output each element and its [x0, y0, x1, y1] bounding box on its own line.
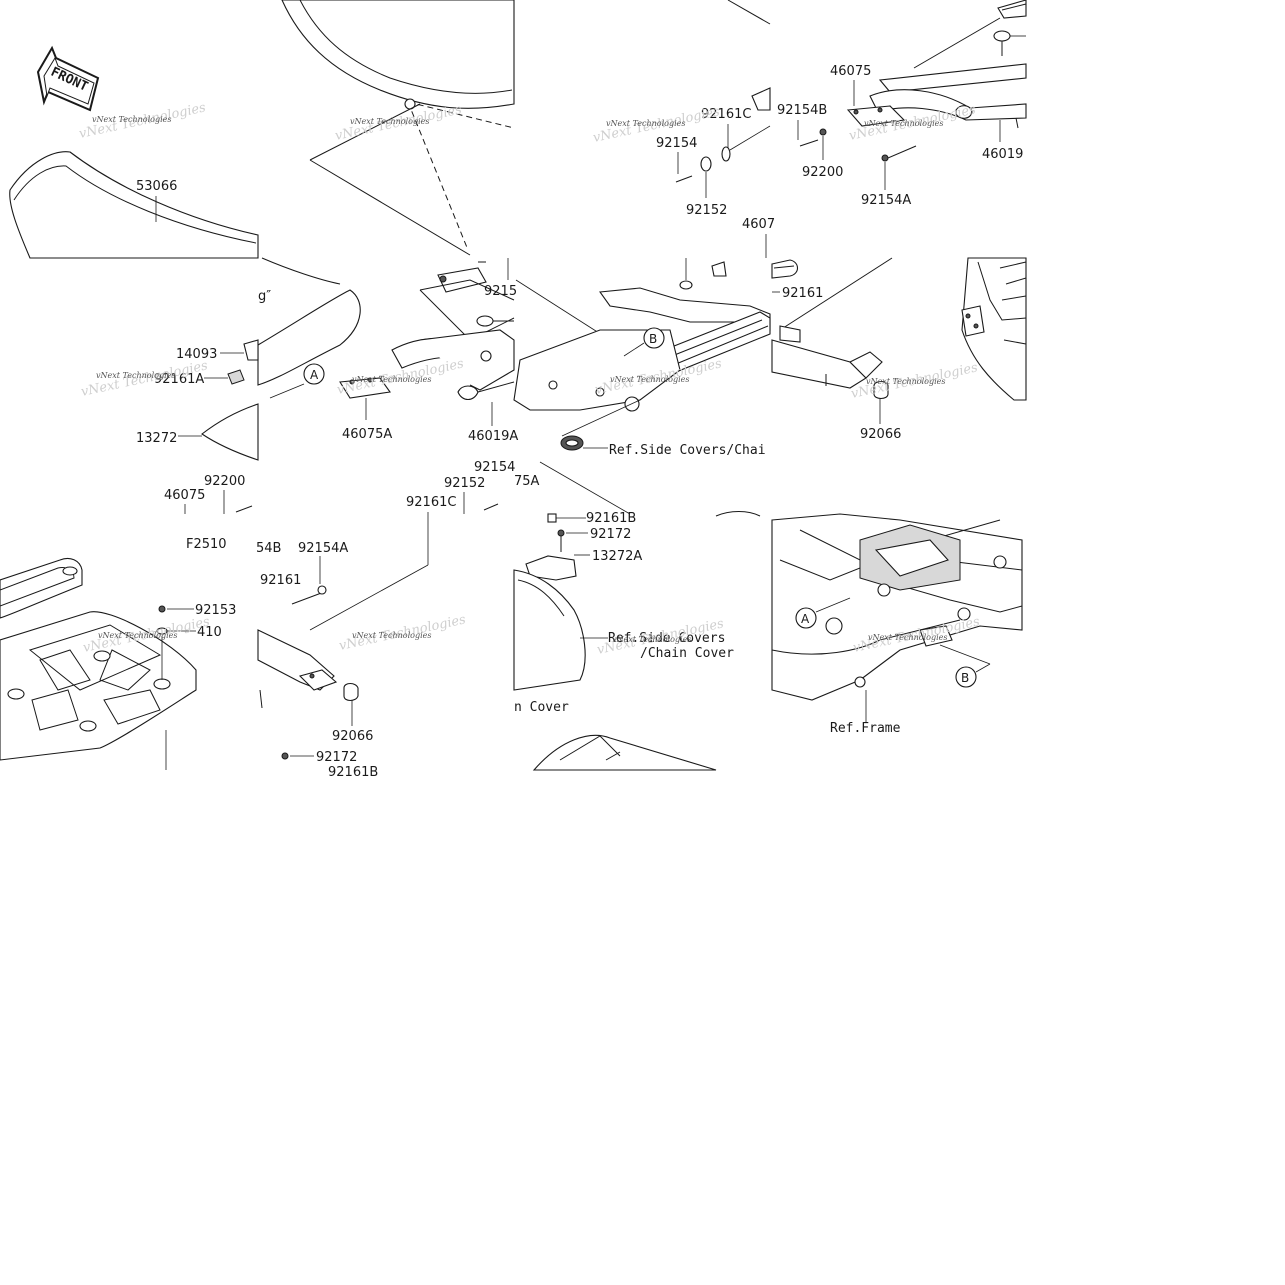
label-46075-a: 46075 — [164, 488, 205, 503]
watermark-4: vNext Technologies — [864, 119, 943, 128]
label-92161A: 92161A — [154, 372, 204, 387]
seat-mark: g″ — [258, 289, 271, 304]
label-46019A: 46019A — [468, 429, 518, 444]
ref-side-covers-chain-1: Ref.Side Covers/Chai — [609, 443, 766, 458]
watermark-8: vNext Technologies — [866, 377, 945, 386]
label-92161-a: 92161 — [260, 573, 301, 588]
frame-assembly: A B Ref.Frame — [771, 513, 1023, 736]
label-92200-a: 92200 — [204, 474, 245, 489]
watermark-9: vNext Technologies — [98, 631, 177, 640]
callout-b-1: B — [649, 332, 657, 346]
ref-side-covers-2b: /Chain Cover — [640, 646, 734, 661]
bracket-end-right: 92161 92066 — [771, 257, 901, 442]
watermark-5: vNext Technologies — [96, 371, 175, 380]
label-92152-b: 92152 — [686, 203, 727, 218]
ref-side-covers-2a: Ref.Side Covers — [608, 631, 725, 646]
label-92200-b: 92200 — [802, 165, 843, 180]
label-46075-b: 46075 — [830, 64, 871, 79]
label-92161B-b: 92161B — [586, 511, 636, 526]
stay-assembly: 92161B 92172 13272A Ref.Side Covers /Cha… — [513, 511, 761, 771]
label-92172-b: 92172 — [590, 527, 631, 542]
callout-a-1: A — [310, 368, 319, 382]
seat-underside: g″ 14093 92161A 13272 92200 46075 — [136, 257, 361, 514]
frame-rear-right — [961, 257, 1027, 401]
bolts-cluster-upper: 92161C 92154 92152 4607 — [656, 0, 775, 258]
label-92154-a: 92154 — [474, 460, 515, 475]
seat-rear — [281, 0, 515, 256]
label-92161C-a: 92161C — [406, 495, 456, 510]
label-46019: 46019 — [982, 147, 1023, 162]
label-92154A-b: 92154A — [861, 193, 911, 208]
label-92154B: 92154B — [777, 103, 827, 118]
callout-b-2: B — [961, 671, 969, 685]
ref-chain-cover-3: n Cover — [514, 700, 569, 715]
front-arrow: FRONT — [36, 45, 100, 112]
label-92154-b: 92154 — [656, 136, 697, 151]
label-92154A-a: 92154A — [298, 541, 348, 556]
callout-a-2: A — [801, 612, 810, 626]
watermark-12: vNext Technologies — [868, 633, 947, 642]
label-75A: 75A — [514, 474, 540, 489]
label-92066-a: 92066 — [332, 729, 373, 744]
grab-bar-left: 92154 92152 75A 92161C 54B 92154A 92161 … — [256, 460, 540, 780]
ref-frame: Ref.Frame — [830, 721, 901, 736]
label-13272: 13272 — [136, 431, 177, 446]
label-46075A: 46075A — [342, 427, 392, 442]
label-92161B-a: 92161B — [328, 765, 378, 780]
watermark-11: vNext Technologies — [612, 635, 691, 644]
seat-53066: 53066 — [9, 151, 259, 259]
label-92172-a: 92172 — [316, 750, 357, 765]
label-410: 410 — [197, 625, 222, 640]
label-14093: 14093 — [176, 347, 217, 362]
carrier-plate: F2510 92153 410 — [0, 537, 236, 770]
figure-code: F2510 — [186, 537, 227, 552]
label-54B: 54B — [256, 541, 281, 556]
label-92161-b: 92161 — [782, 286, 823, 301]
grab-bar-b: B Ref.Side Covers/Chai — [513, 258, 771, 515]
watermark-2: vNext Technologies — [350, 117, 429, 126]
bracket-assembly-left: 9215 46075A 46019A A — [269, 258, 518, 444]
bracket-assembly-right: 46075 92154B 92200 92154A 46019 — [777, 0, 1027, 208]
watermark-1: vNext Technologies — [92, 115, 171, 124]
label-92161C-b: 92161C — [701, 107, 751, 122]
label-92066-b: 92066 — [860, 427, 901, 442]
watermark-3: vNext Technologies — [606, 119, 685, 128]
label-92152-a: 92152 — [444, 476, 485, 491]
label-53066: 53066 — [136, 179, 177, 194]
watermark-7: vNext Technologies — [610, 375, 689, 384]
watermark-6: vNext Technologies — [352, 375, 431, 384]
label-13272A: 13272A — [592, 549, 642, 564]
label-4607: 4607 — [742, 217, 775, 232]
label-92153: 92153 — [195, 603, 236, 618]
label-9215: 9215 — [484, 284, 517, 299]
watermark-10: vNext Technologies — [352, 631, 431, 640]
